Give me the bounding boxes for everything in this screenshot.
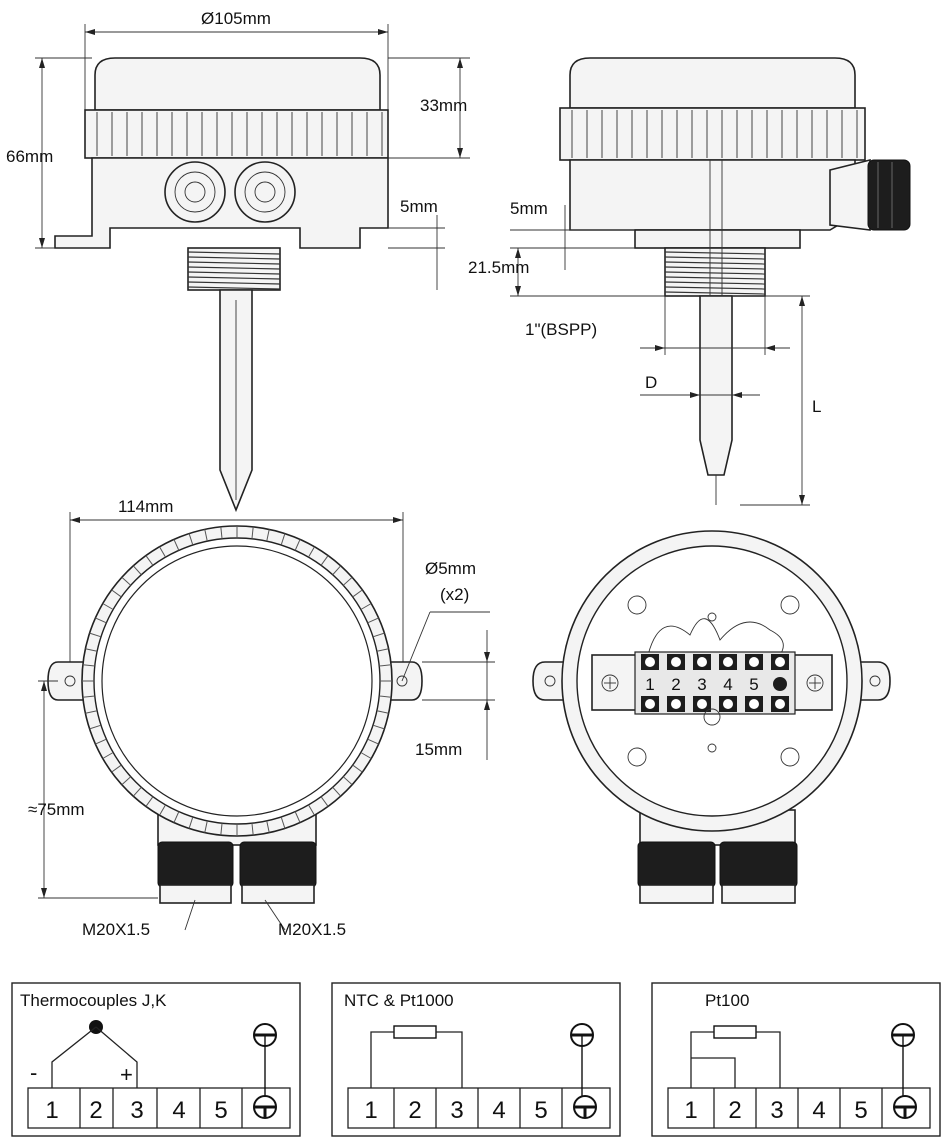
gland-nut-left [157, 841, 234, 888]
wiring-thermocouple: Thermocouples J,K 1 2 3 4 5 - + [11, 982, 301, 1137]
wiring-pt100: Pt100 1 2 3 4 5 [651, 982, 941, 1137]
side-knurl-ribs [571, 110, 858, 158]
wiring-title-pt100: Pt100 [705, 991, 749, 1010]
terminal-3: 3 [450, 1097, 463, 1124]
side-housing-body [569, 159, 856, 231]
block-number-2: 2 [671, 675, 680, 694]
terminal-4: 4 [812, 1097, 825, 1124]
terminal-5: 5 [214, 1097, 227, 1124]
label-center-to-gland: ≈75mm [28, 800, 85, 819]
label-probe-diameter: D [645, 373, 657, 392]
gland-front-right [234, 161, 296, 223]
terminal-2: 2 [728, 1097, 741, 1124]
terminal-2: 2 [89, 1097, 102, 1124]
ground-symbol [773, 677, 787, 691]
resistor-icon [713, 1025, 757, 1039]
terminal-1: 1 [684, 1097, 697, 1124]
side-base [634, 229, 801, 249]
wiring-title-ntc: NTC & Pt1000 [344, 991, 454, 1010]
terminal-1: 1 [45, 1097, 58, 1124]
label-front-height-top: 33mm [420, 96, 467, 115]
label-gland-right: M20X1.5 [278, 920, 346, 939]
ground-icon [891, 1023, 917, 1119]
sensor-wires [647, 618, 784, 656]
block-number-3: 3 [697, 675, 706, 694]
top-view: 114mm Ø5mm (x2) 15mm ≈7 [28, 497, 495, 939]
terminal-row [79, 1088, 243, 1128]
block-number-5: 5 [749, 675, 758, 694]
polarity-plus: + [120, 1062, 133, 1087]
label-front-total-height: 66mm [6, 147, 53, 166]
side-gland-base [829, 158, 871, 231]
terminal-screws [641, 654, 789, 712]
side-probe [699, 295, 733, 476]
terminal-1: 1 [364, 1097, 377, 1124]
terminal-4: 4 [492, 1097, 505, 1124]
label-gland-left: M20X1.5 [82, 920, 150, 939]
interior-gland-right [719, 841, 798, 888]
terminal-4: 4 [172, 1097, 185, 1124]
label-front-diameter: Ø105mm [201, 9, 271, 28]
interior-view: 1 2 3 4 5 [532, 530, 891, 904]
label-side-thread-height: 21.5mm [468, 258, 529, 277]
lid-top [94, 57, 381, 111]
terminal-3: 3 [770, 1097, 783, 1124]
resistor-icon [393, 1025, 437, 1039]
ground-icon [253, 1023, 277, 1119]
side-gland-nut [867, 159, 911, 231]
terminal-5: 5 [534, 1097, 547, 1124]
label-side-gap: 5mm [510, 199, 548, 218]
side-thread-lines [664, 251, 766, 295]
front-view: Ø105mm 33mm 5mm [6, 9, 470, 513]
label-top-width: 114mm [118, 497, 173, 516]
knurl-ribs [96, 112, 383, 156]
polarity-minus: - [30, 1060, 37, 1085]
knurled-ring [84, 109, 389, 159]
wiring-title-thermocouple: Thermocouples J,K [20, 991, 167, 1010]
side-view: 5mm 21.5mm 1"(BSPP) D L [468, 57, 911, 506]
label-mount-hole: Ø5mm [425, 559, 476, 578]
side-knurled-ring [559, 107, 866, 161]
block-number-1: 1 [645, 675, 654, 694]
label-ear-width: 15mm [415, 740, 462, 759]
block-number-4: 4 [723, 675, 732, 694]
terminal-2: 2 [408, 1097, 421, 1124]
gland-front-left [164, 161, 226, 223]
interior-gland-left [637, 841, 716, 888]
ground-icon [570, 1023, 597, 1119]
label-thread-size: 1"(BSPP) [525, 320, 597, 339]
gland-nut-right [239, 841, 317, 888]
thread-lines [187, 251, 281, 290]
label-probe-length: L [812, 397, 821, 416]
terminal-3: 3 [130, 1097, 143, 1124]
terminal-5: 5 [854, 1097, 867, 1124]
wiring-ntc-pt1000: NTC & Pt1000 1 2 3 4 5 [331, 982, 621, 1137]
terminal-block [634, 651, 796, 715]
label-front-gap: 5mm [400, 197, 438, 216]
top-ring-ribs [82, 526, 392, 836]
label-mount-hole-count: (x2) [440, 585, 469, 604]
side-lid-top [569, 57, 856, 109]
